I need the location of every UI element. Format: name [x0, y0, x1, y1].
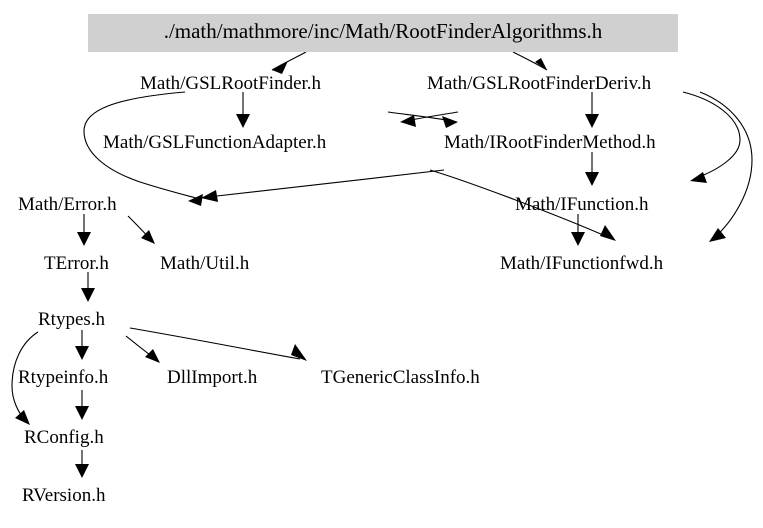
arrowhead-rtypes-to-rconfig	[15, 410, 30, 425]
node-util[interactable]: Math/Util.h	[160, 254, 249, 273]
node-label-rtypes: Rtypes.h	[38, 309, 106, 330]
arrowhead-gslrootfinder-to-error	[188, 194, 203, 206]
node-rversion[interactable]: RVersion.h	[22, 486, 105, 505]
edge-rtypes-to-rconfig	[11, 331, 39, 421]
node-label-tgenericclassinfo: TGenericClassInfo.h	[321, 367, 480, 388]
edge-gslrootfinder-to-error	[83, 91, 197, 199]
node-label-ifunction: Math/IFunction.h	[515, 194, 649, 215]
arrowhead-rconfig-to-rversion	[75, 464, 89, 478]
node-label-error: Math/Error.h	[18, 194, 117, 215]
node-root[interactable]: ./math/mathmore/inc/Math/RootFinderAlgor…	[88, 14, 678, 52]
arrowhead-gslrootfinder-to-gslfunctionadapter	[236, 114, 250, 128]
node-gslrootfinder[interactable]: Math/GSLRootFinder.h	[140, 74, 321, 93]
edge-gslrootfinderderiv-to-ifunction	[682, 91, 741, 179]
node-label-ifunctionfwd: Math/IFunctionfwd.h	[500, 253, 664, 274]
node-label-gslrootfinderderiv: Math/GSLRootFinderDeriv.h	[427, 73, 652, 94]
node-rconfig[interactable]: RConfig.h	[24, 428, 104, 447]
node-ifunction[interactable]: Math/IFunction.h	[515, 195, 649, 214]
arrowhead-gslrootfinder-to-irootfindermethod	[442, 116, 458, 128]
arrowhead-irootfindermethod-to-error	[201, 190, 218, 202]
arrowhead-gslrootfinderderiv-to-gslfunctionadapter	[400, 115, 416, 127]
node-gslrootfinderderiv[interactable]: Math/GSLRootFinderDeriv.h	[427, 74, 651, 93]
arrowhead-gslrootfinderderiv-to-ifunction	[690, 172, 707, 183]
arrowhead-rtypes-to-tgenericclassinfo	[291, 344, 307, 361]
node-label-gslfunctionadapter: Math/GSLFunctionAdapter.h	[103, 132, 327, 153]
edge-gslrootfinderderiv-to-ifunctionfwd	[699, 91, 753, 239]
node-label-rversion: RVersion.h	[22, 485, 106, 506]
arrowhead-root-to-gslrootfinderderiv	[535, 58, 547, 70]
node-irootfindermethod[interactable]: Math/IRootFinderMethod.h	[444, 133, 656, 152]
node-tgenericclassinfo[interactable]: TGenericClassInfo.h	[321, 368, 480, 387]
arrowhead-rtypeinfo-to-rconfig	[75, 406, 89, 420]
edge-root-to-gslrootfinderderiv	[512, 51, 548, 71]
arrowhead-gslrootfinderderiv-to-irootfindermethod	[585, 114, 599, 128]
node-label-gslrootfinder: Math/GSLRootFinder.h	[140, 73, 322, 94]
node-dllimport[interactable]: DllImport.h	[167, 368, 257, 387]
node-error[interactable]: Math/Error.h	[18, 195, 117, 214]
node-label-rconfig: RConfig.h	[24, 427, 104, 448]
node-label-terror: TError.h	[44, 253, 109, 274]
node-rtypeinfo[interactable]: Rtypeinfo.h	[18, 368, 108, 387]
node-label-rtypeinfo: Rtypeinfo.h	[18, 367, 109, 388]
node-label-util: Math/Util.h	[160, 253, 250, 274]
arrowhead-group	[15, 58, 726, 478]
node-gslfunctionadapter[interactable]: Math/GSLFunctionAdapter.h	[103, 133, 326, 152]
arrowhead-root-to-gslrootfinder	[272, 61, 288, 74]
edge-gslfunctionadapter-to-ifunctionfwd	[429, 169, 611, 239]
arrowhead-gslrootfinderderiv-to-ifunctionfwd	[709, 228, 726, 242]
node-label-irootfindermethod: Math/IRootFinderMethod.h	[444, 132, 656, 153]
node-ifunctionfwd[interactable]: Math/IFunctionfwd.h	[500, 254, 663, 273]
node-terror[interactable]: TError.h	[44, 254, 109, 273]
node-label-root: ./math/mathmore/inc/Math/RootFinderAlgor…	[163, 19, 603, 43]
node-rtypes[interactable]: Rtypes.h	[38, 310, 105, 329]
node-label-dllimport: DllImport.h	[167, 367, 258, 388]
arrowhead-irootfindermethod-to-ifunction	[585, 172, 599, 186]
arrowhead-rtypes-to-dllimport	[145, 349, 160, 363]
edge-root-to-gslrootfinder	[271, 51, 307, 71]
edge-irootfindermethod-to-error	[207, 169, 445, 198]
arrowhead-gslfunctionadapter-to-ifunctionfwd	[600, 225, 616, 241]
edge-rtypes-to-tgenericclassinfo	[129, 327, 301, 360]
arrowhead-error-to-util	[141, 230, 155, 244]
arrowhead-ifunction-to-ifunctionfwd	[571, 232, 585, 246]
arrowhead-error-to-terror	[77, 232, 91, 246]
arrowhead-terror-to-rtypes	[81, 288, 95, 302]
arrowhead-rtypes-to-rtypeinfo	[75, 346, 89, 360]
